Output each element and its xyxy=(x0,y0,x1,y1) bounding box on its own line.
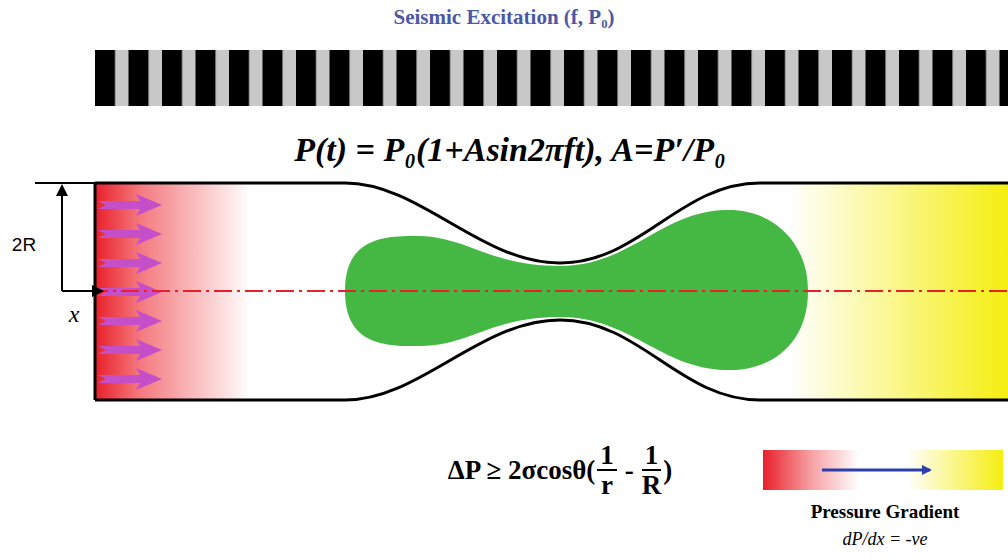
fraction: 1R xyxy=(642,441,662,500)
gradient-arrow xyxy=(822,469,930,472)
axis-label: x xyxy=(69,301,80,328)
fraction: 1r xyxy=(597,441,617,500)
denominator: R xyxy=(642,471,662,499)
pressure-arrow xyxy=(98,310,162,332)
pressure-arrow xyxy=(98,339,162,361)
pore-wall xyxy=(95,320,1008,400)
legend-note: dP/dx = -ve xyxy=(842,529,927,550)
pressure-arrow xyxy=(98,194,162,216)
formula-text: ) xyxy=(663,455,672,486)
heading: Seismic Excitation (f, P₀) xyxy=(394,5,615,30)
dimension-line xyxy=(35,182,95,184)
capillary-formula: ΔP ≥ 2σcosθ(1r-1R) xyxy=(448,441,673,500)
excitation-equation: P(t) = P₀(1+Asin2πft), A=P′/P₀ xyxy=(294,131,726,169)
legend-title: Pressure Gradient xyxy=(811,501,960,523)
dimension-label: 2R xyxy=(12,234,36,256)
pore-wall xyxy=(95,183,1008,263)
gradient-bar xyxy=(763,450,1003,490)
denominator: r xyxy=(601,471,613,499)
dimension-arrow xyxy=(61,186,63,291)
centre-line xyxy=(90,290,1008,292)
numerator: 1 xyxy=(642,441,662,471)
pressure-arrow xyxy=(98,223,162,245)
x-axis-arrow xyxy=(62,290,102,292)
formula-text: ΔP ≥ 2σcosθ( xyxy=(448,455,596,486)
numerator: 1 xyxy=(597,441,617,471)
seismic-bar xyxy=(95,50,1008,106)
pressure-arrow xyxy=(98,368,162,390)
pressure-arrow xyxy=(98,252,162,274)
minus-sign: - xyxy=(625,455,634,486)
